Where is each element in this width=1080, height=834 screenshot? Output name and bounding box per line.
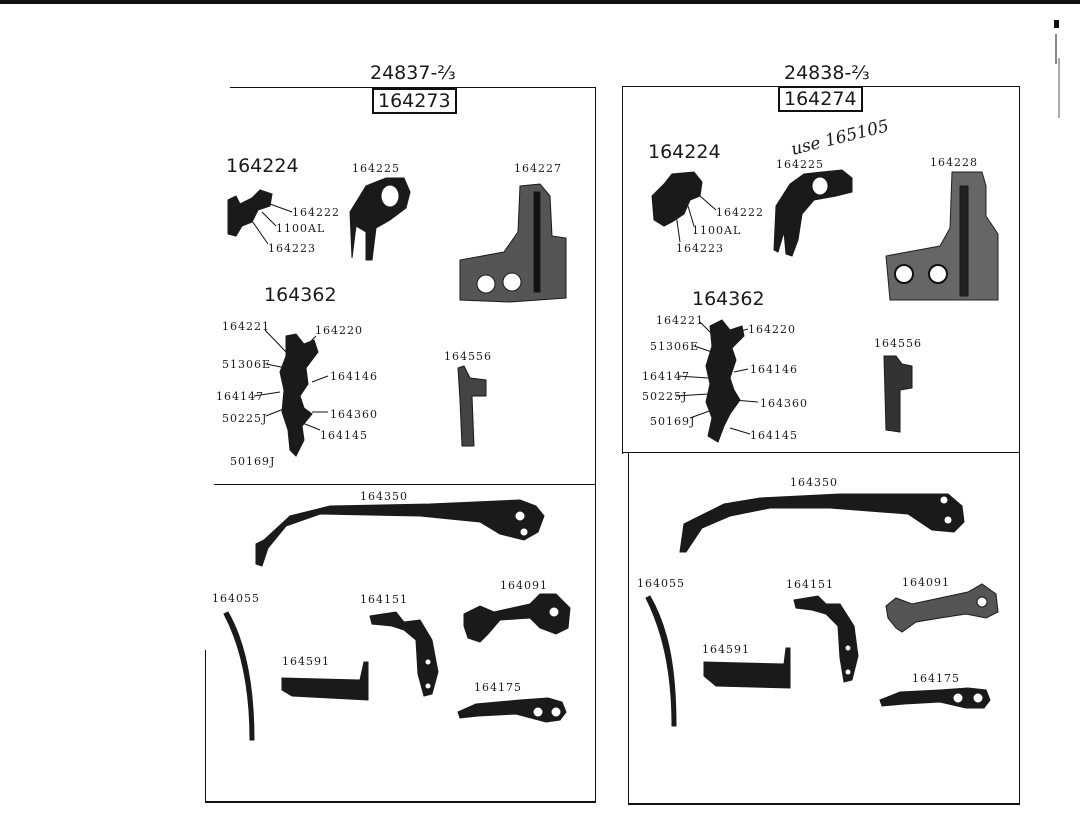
left-label-51306E: 51306E xyxy=(222,358,272,371)
right-label-164591: 164591 xyxy=(702,643,750,656)
left-header-rule xyxy=(230,87,596,88)
right-label-164350: 164350 xyxy=(790,476,838,489)
left-label-50169J: 50169J xyxy=(230,455,276,468)
right-label-164220: 164220 xyxy=(748,323,796,336)
left-label-164227: 164227 xyxy=(514,162,562,175)
left-label-164591: 164591 xyxy=(282,655,330,668)
left-label-164145: 164145 xyxy=(320,429,368,442)
right-label-164221: 164221 xyxy=(656,314,704,327)
left-assembly-number-164224: 164224 xyxy=(226,155,299,177)
left-label-164556: 164556 xyxy=(444,350,492,363)
right-label-164151: 164151 xyxy=(786,578,834,591)
right-label-164145: 164145 xyxy=(750,429,798,442)
right-label-164225: 164225 xyxy=(776,158,824,171)
left-box-number: 164273 xyxy=(372,88,457,114)
right-label-164360: 164360 xyxy=(760,397,808,410)
left-label-164147: 164147 xyxy=(216,390,264,403)
right-section-divider xyxy=(622,452,1020,453)
left-panel-right-border xyxy=(595,87,596,801)
left-label-164175: 164175 xyxy=(474,681,522,694)
right-label-164556: 164556 xyxy=(874,337,922,350)
right-label-50169J: 50169J xyxy=(650,415,696,428)
left-model-number: 24837-⅔ xyxy=(370,62,456,84)
right-model-number: 24838-⅔ xyxy=(784,62,870,84)
right-label-164146: 164146 xyxy=(750,363,798,376)
right-assembly-number-164362: 164362 xyxy=(692,288,765,310)
right-label-1100AL: 1100AL xyxy=(692,224,742,237)
right-label-164091: 164091 xyxy=(902,576,950,589)
left-panel-left-border xyxy=(205,650,206,802)
right-label-51306E: 51306E xyxy=(650,340,700,353)
right-label-50225J: 50225J xyxy=(642,390,688,403)
right-label-164222: 164222 xyxy=(716,206,764,219)
left-label-164220: 164220 xyxy=(315,324,363,337)
left-label-164091: 164091 xyxy=(500,579,548,592)
left-assembly-number-164362: 164362 xyxy=(264,284,337,306)
left-label-164223: 164223 xyxy=(268,242,316,255)
right-label-164055: 164055 xyxy=(637,577,685,590)
left-label-164350: 164350 xyxy=(360,490,408,503)
right-box-number: 164274 xyxy=(778,86,863,112)
left-label-50225J: 50225J xyxy=(222,412,268,425)
left-panel-bottom-border xyxy=(205,801,596,803)
right-label-164175: 164175 xyxy=(912,672,960,685)
right-label-164223: 164223 xyxy=(676,242,724,255)
right-panel-right-border xyxy=(1019,86,1020,804)
left-section-divider xyxy=(214,484,596,485)
left-label-164221: 164221 xyxy=(222,320,270,333)
right-panel-left-border-upper xyxy=(622,86,623,454)
left-label-164360: 164360 xyxy=(330,408,378,421)
scan-edge-artifact xyxy=(1054,20,1060,118)
left-label-164225: 164225 xyxy=(352,162,400,175)
right-header-rule xyxy=(622,86,1020,87)
left-label-164055: 164055 xyxy=(212,592,260,605)
right-panel-bottom-border xyxy=(628,803,1020,805)
right-label-164147: 164147 xyxy=(642,370,690,383)
left-label-164146: 164146 xyxy=(330,370,378,383)
right-assembly-number-164224: 164224 xyxy=(648,141,721,163)
right-panel-left-border-lower xyxy=(628,452,629,804)
left-label-164222: 164222 xyxy=(292,206,340,219)
left-label-1100AL: 1100AL xyxy=(276,222,326,235)
left-label-164151: 164151 xyxy=(360,593,408,606)
page-top-border xyxy=(0,0,1080,4)
right-label-164228: 164228 xyxy=(930,156,978,169)
